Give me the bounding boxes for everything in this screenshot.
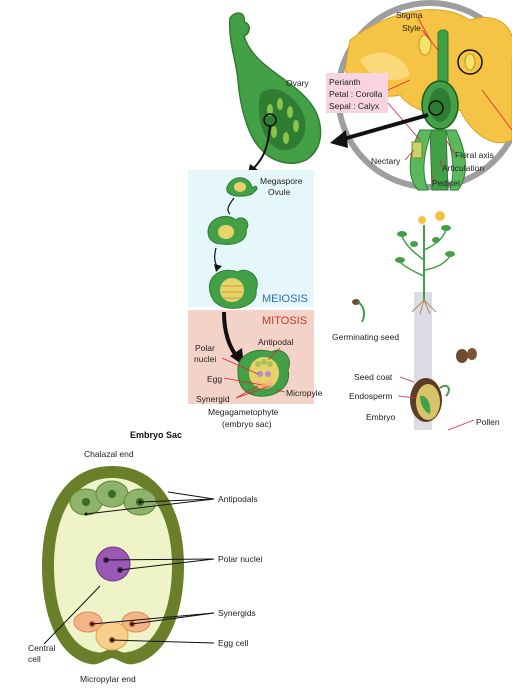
flower-ovary-inner xyxy=(429,88,451,122)
label-sepal: Sepal : Calyx xyxy=(329,101,380,111)
label-floral-axis: Floral axis xyxy=(455,150,494,160)
seed-leader-lines xyxy=(397,376,475,431)
label-style: Style xyxy=(402,23,421,33)
petal xyxy=(344,9,512,144)
label-pollen: Pollen xyxy=(476,417,500,427)
label-embryo: Embryo xyxy=(366,412,396,422)
label-ovule: Ovule xyxy=(268,187,290,197)
anther xyxy=(464,53,476,71)
stage-arrow-1 xyxy=(227,197,235,215)
stigma-head xyxy=(418,34,432,56)
ovule-stage-2 xyxy=(207,216,249,245)
development-leader-lines xyxy=(221,347,286,399)
label-micropyle: Micropyle xyxy=(286,388,323,398)
label-central: Central xyxy=(28,643,56,653)
label-nuclei: nuclei xyxy=(194,354,216,364)
embryo-sac-leader-lines xyxy=(43,491,215,645)
perianth-box xyxy=(326,73,388,113)
ovule-stage-3 xyxy=(208,269,258,309)
label-articulation: Articulation xyxy=(442,163,484,173)
germinating-seed xyxy=(352,299,366,323)
seed xyxy=(467,348,477,360)
leader-dots xyxy=(84,500,142,642)
pistil-illustration: Ovary xyxy=(228,12,322,174)
label-ovary: Ovary xyxy=(286,78,309,88)
label-polar-nuclei: Polar nuclei xyxy=(218,554,263,564)
label-cell: cell xyxy=(28,654,41,664)
label-pedicel: Pedicel xyxy=(432,178,460,188)
zoom-arrow-head xyxy=(330,130,348,148)
label-antipodal: Antipodal xyxy=(258,337,294,347)
embryo-sac-diagram: Embryo Sac Chalazal end xyxy=(28,430,263,684)
plant-and-seed: Germinating seed Seed coat Endosperm Emb… xyxy=(332,211,500,431)
polar-nuclei xyxy=(95,546,131,582)
label-egg-cell: Egg cell xyxy=(218,638,248,648)
label-polar: Polar xyxy=(195,343,215,353)
label-nectary: Nectary xyxy=(371,156,401,166)
label-petal: Petal : Corolla xyxy=(329,89,383,99)
style-stalk xyxy=(437,29,449,86)
egg-cell xyxy=(95,621,129,651)
nectary-gland xyxy=(411,141,423,159)
ovule-stage-1 xyxy=(226,177,258,197)
label-megagametophyte: Megagametophyte xyxy=(208,407,279,417)
flower-illustration: Perianth Petal : Corolla Sepal : Calyx S… xyxy=(326,0,512,191)
seed xyxy=(456,349,468,363)
label-endosperm: Endosperm xyxy=(349,391,392,401)
pistil-ovules xyxy=(267,98,299,144)
label-meiosis: MEIOSIS xyxy=(262,293,308,305)
embryo-sac-title: Embryo Sac xyxy=(130,430,182,440)
sepal xyxy=(445,129,466,191)
label-synergid: Synergid xyxy=(196,394,230,404)
ovary-focus-circle xyxy=(428,100,444,116)
label-egg: Egg xyxy=(207,374,222,384)
development-panel: Megaspore Ovule MEIOSIS MITOSIS xyxy=(188,170,323,429)
label-synergids: Synergids xyxy=(218,608,256,618)
label-micropylar-end: Micropylar end xyxy=(80,674,136,684)
arrow-head xyxy=(214,264,222,272)
label-germinating-seed: Germinating seed xyxy=(332,332,399,342)
label-antipodals: Antipodals xyxy=(218,494,258,504)
anther-focus-circle xyxy=(457,49,483,75)
megagametophyte xyxy=(237,349,290,397)
pedicel-stem xyxy=(429,129,449,191)
seed-cross-section xyxy=(410,378,450,422)
label-seed-coat: Seed coat xyxy=(354,372,393,382)
label-mitosis: MITOSIS xyxy=(262,315,307,327)
label-chalazal-end: Chalazal end xyxy=(84,449,134,459)
plant xyxy=(395,211,455,315)
label-stigma: Stigma xyxy=(396,10,423,20)
label-megaspore: Megaspore xyxy=(260,176,303,186)
synergid-cells xyxy=(73,611,151,633)
label-embryo-sac: (embryo sac) xyxy=(222,419,272,429)
label-perianth: Perianth xyxy=(329,77,361,87)
zoom-arrow xyxy=(339,113,429,142)
